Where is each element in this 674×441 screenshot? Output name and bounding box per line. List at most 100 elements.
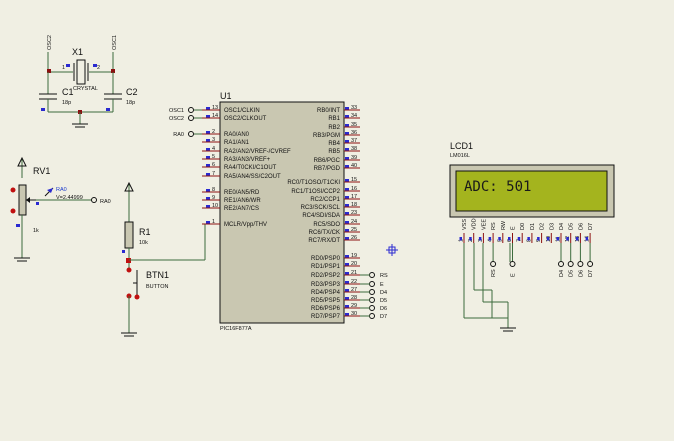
lcd-pin-vdd[interactable]: VDD2	[468, 218, 478, 243]
net-terminal[interactable]	[369, 289, 375, 295]
pin-marker	[527, 237, 530, 241]
lcd-pin-e[interactable]: E6E	[507, 226, 517, 277]
crystal-x1[interactable]	[73, 59, 89, 85]
pin-name: RA2/AN2/VREF-/CVREF	[224, 149, 291, 155]
net-terminal[interactable]	[369, 313, 375, 319]
pin-number: 4	[212, 146, 215, 152]
mcu-body[interactable]	[219, 101, 345, 324]
lcd-pin-d5[interactable]: D512D5	[565, 223, 575, 277]
capacitor-c1[interactable]	[39, 93, 57, 100]
capacitor-c2[interactable]	[104, 93, 122, 100]
net-terminal[interactable]	[188, 131, 194, 137]
pin-name: RD4/PSP4	[311, 290, 341, 296]
lcd-pins: VSS1VDD2VEE3RS4RSRW5E6ED07D18D29D310D411…	[459, 218, 595, 277]
net-terminal[interactable]	[558, 261, 564, 267]
lcd-pin-d7[interactable]: D714D7	[585, 223, 595, 277]
lcd-pin-name: RS	[491, 222, 497, 230]
pin-marker	[546, 237, 550, 241]
pin-name: RD6/PSP6	[311, 306, 341, 312]
pin-marker	[206, 221, 210, 224]
net-label: OSC1	[169, 108, 184, 114]
button-btn1[interactable]	[133, 270, 140, 300]
net-terminal[interactable]	[188, 115, 194, 121]
net-terminal[interactable]	[567, 261, 574, 267]
pin-number: 21	[351, 270, 357, 276]
lcd-pin-rs[interactable]: RS4RS	[488, 222, 498, 277]
net-terminal[interactable]	[369, 297, 375, 303]
pin-marker	[345, 148, 349, 151]
crystal-pin1-num: 1	[62, 65, 65, 71]
lcd-pin-vee[interactable]: VEE3	[478, 219, 488, 243]
pin-name: RD3/PSP3	[311, 282, 341, 288]
pin-name: RB4	[328, 141, 340, 147]
net-terminal[interactable]	[587, 261, 594, 267]
net-terminal[interactable]	[369, 305, 375, 311]
lcd-part: LM016L	[450, 153, 470, 159]
lcd-pin-d3[interactable]: D310	[546, 223, 556, 243]
pin-name: RD2/PSP2	[311, 273, 341, 279]
lcd-pin-d0[interactable]: D07	[517, 223, 527, 243]
pin-marker	[345, 157, 349, 160]
pin-marker	[206, 115, 210, 118]
lcd-pin-d2[interactable]: D29	[536, 223, 546, 243]
pin-name: RC4/SDI/SDA	[302, 213, 340, 219]
c2-ref: C2	[126, 87, 138, 97]
net-terminal[interactable]	[577, 261, 584, 267]
lcd-pin-name: D6	[578, 223, 584, 230]
resistor-r1[interactable]	[124, 221, 134, 249]
lcd-pin-rw[interactable]: RW5	[497, 220, 507, 243]
net-terminal[interactable]	[369, 281, 375, 287]
pin-marker	[566, 237, 569, 241]
potentiometer-rv1[interactable]	[18, 184, 27, 216]
net-terminal[interactable]	[188, 107, 194, 113]
lcd-pin-vss[interactable]: VSS1	[459, 219, 469, 243]
pin-marker	[206, 189, 210, 192]
terminal-ra0-pot[interactable]	[91, 197, 97, 203]
r1-value: 10k	[139, 240, 148, 246]
net-terminal[interactable]	[369, 272, 375, 278]
pin-name: RB0/INT	[317, 108, 340, 114]
pin-marker	[469, 237, 472, 241]
lcd-pin-d1[interactable]: D18	[526, 223, 536, 243]
net-terminal[interactable]	[490, 261, 497, 267]
net-label: D4	[380, 290, 387, 296]
net-terminal[interactable]	[509, 261, 516, 267]
pin-number: 23	[351, 210, 357, 216]
pin-name: RA3/AN3/VREF+	[224, 157, 271, 163]
lcd-pin-d4[interactable]: D411D4	[556, 223, 566, 277]
lcd-pin-d6[interactable]: D613D6	[575, 223, 585, 277]
